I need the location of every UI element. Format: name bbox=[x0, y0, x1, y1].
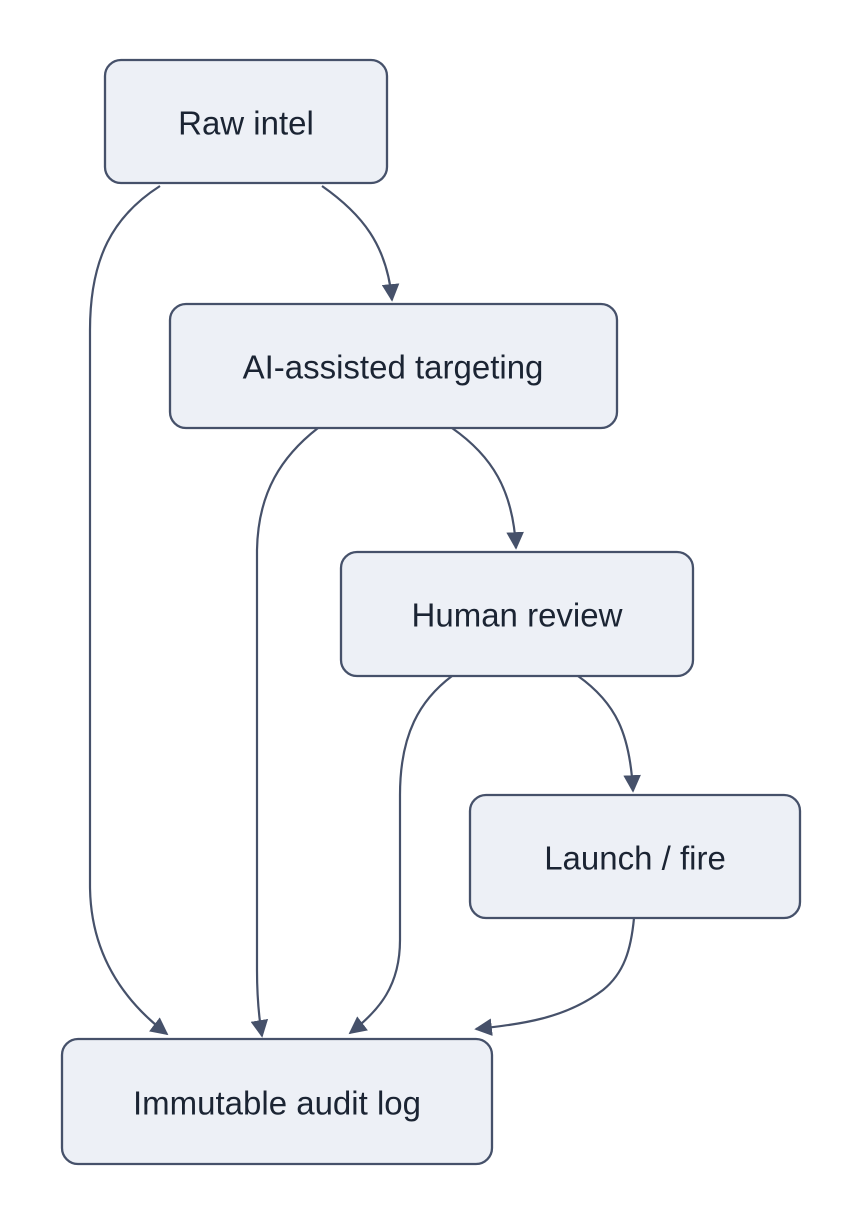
node-raw-intel-label: Raw intel bbox=[178, 105, 314, 142]
edge-ai-targeting-to-human-review bbox=[451, 427, 524, 550]
node-human-review-box bbox=[339, 550, 695, 678]
edge-launch-fire-to-audit-log bbox=[474, 917, 636, 1036]
edge-human-review-to-audit-log bbox=[348, 675, 453, 1035]
edge-human-review-to-launch-fire bbox=[577, 675, 641, 793]
node-launch-fire-box bbox=[468, 793, 802, 920]
edge-layer bbox=[88, 185, 641, 1038]
node-launch-fire-label: Launch / fire bbox=[544, 840, 726, 877]
edge-ai-targeting-to-audit-log bbox=[250, 427, 319, 1038]
node-ai-targeting-label: AI-assisted targeting bbox=[243, 349, 544, 386]
node-audit-log: Immutable audit log bbox=[60, 1037, 494, 1166]
node-audit-log-label: Immutable audit log bbox=[133, 1085, 421, 1122]
node-raw-intel-box bbox=[103, 58, 389, 185]
node-audit-log-box bbox=[60, 1037, 494, 1166]
edge-raw-intel-to-audit-log bbox=[88, 185, 169, 1036]
node-human-review-label: Human review bbox=[412, 597, 623, 634]
node-ai-targeting: AI-assisted targeting bbox=[168, 302, 619, 430]
node-ai-targeting-box bbox=[168, 302, 619, 430]
node-human-review: Human review bbox=[339, 550, 695, 678]
edge-raw-intel-to-ai-targeting bbox=[321, 185, 400, 302]
node-raw-intel: Raw intel bbox=[103, 58, 389, 185]
node-launch-fire: Launch / fire bbox=[468, 793, 802, 920]
